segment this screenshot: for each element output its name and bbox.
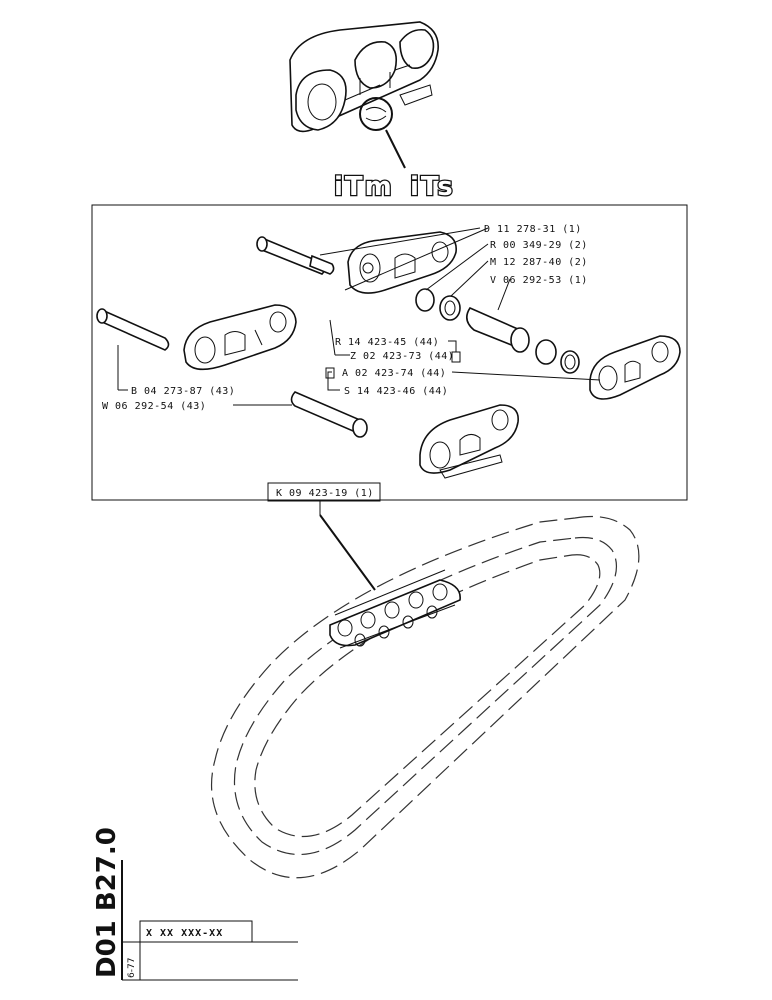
assembly-label: K 09 423-19 (1) bbox=[267, 482, 381, 591]
label-part-v: V 06 292-53 (1) bbox=[490, 275, 588, 286]
track-frame-illustration bbox=[289, 21, 439, 169]
serial-range: X XX XXX-XX bbox=[146, 928, 223, 939]
label-part-z: Z 02 423-73 (44) bbox=[350, 351, 454, 362]
exploded-view-frame bbox=[91, 204, 688, 501]
label-assembly-k: K 09 423-19 (1) bbox=[276, 488, 374, 499]
footer-block: X XX XXX-XX D01 B27.0 6-77 bbox=[92, 827, 298, 981]
label-part-a: A 02 423-74 (44) bbox=[342, 368, 446, 379]
leader-lines bbox=[117, 227, 601, 406]
label-part-m: M 12 287-40 (2) bbox=[490, 257, 588, 268]
label-part-b: B 04 273-87 (43) bbox=[131, 386, 235, 397]
label-part-w: W 06 292-54 (43) bbox=[102, 401, 206, 412]
brand-its: iTs bbox=[410, 172, 455, 202]
track-chain-loop bbox=[211, 515, 640, 879]
label-part-r14: R 14 423-45 (44) bbox=[335, 337, 439, 348]
exploded-parts bbox=[96, 231, 681, 479]
part-labels: D 11 278-31 (1) R 00 349-29 (2) M 12 287… bbox=[102, 224, 588, 412]
brand-marks: iTm iTs bbox=[333, 171, 455, 204]
revision-date: 6-77 bbox=[127, 958, 137, 978]
label-part-s: S 14 423-46 (44) bbox=[344, 386, 448, 397]
label-part-r00: R 00 349-29 (2) bbox=[490, 240, 588, 251]
brand-itm: iTm bbox=[334, 172, 394, 202]
document-code: D01 B27.0 bbox=[92, 827, 122, 978]
label-part-d: D 11 278-31 (1) bbox=[484, 224, 582, 235]
